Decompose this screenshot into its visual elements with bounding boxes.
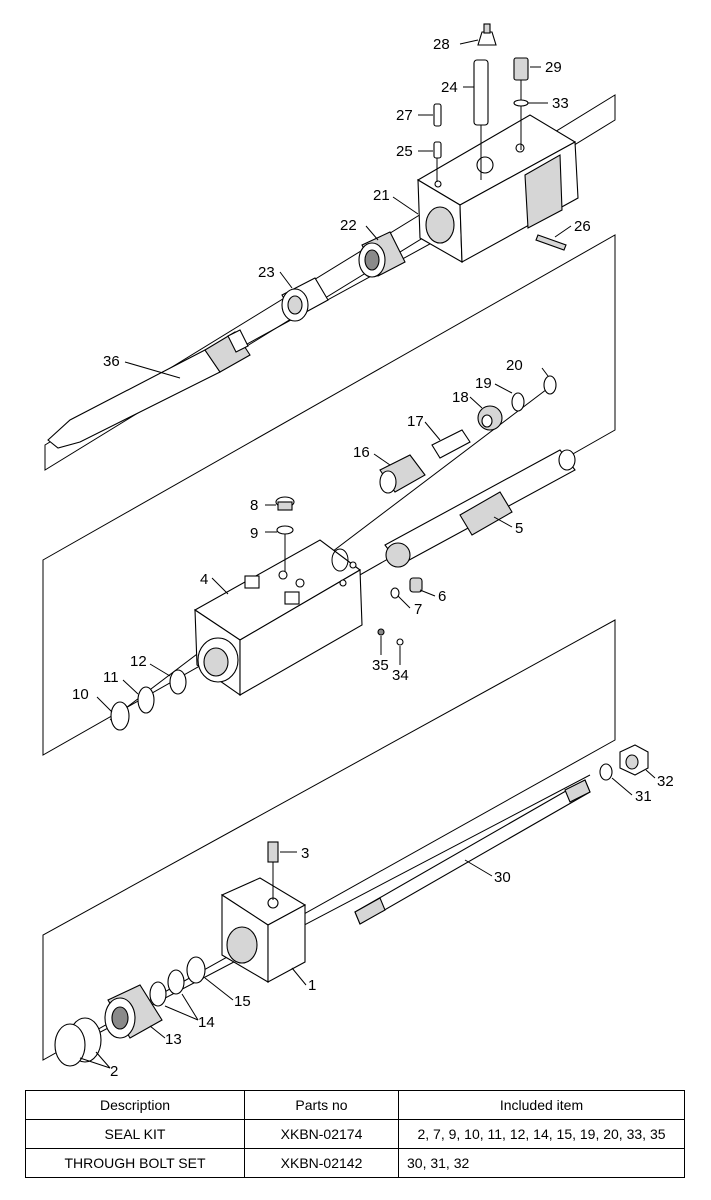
parts-table: Description Parts no Included item SEAL … [25, 1090, 685, 1178]
callout-14: 14 [198, 1014, 215, 1031]
callout-29: 29 [545, 59, 562, 76]
row-description: THROUGH BOLT SET [25, 1148, 245, 1178]
callout-25: 25 [396, 143, 413, 160]
callout-7: 7 [414, 601, 422, 618]
callout-20: 20 [506, 357, 523, 374]
callout-34: 34 [392, 667, 409, 684]
cylinder-plug-part [275, 496, 295, 511]
o-ring-7-part [390, 587, 400, 599]
valve-rod-part [473, 59, 489, 180]
callout-31: 31 [635, 788, 652, 805]
o-ring-19-part [511, 392, 525, 412]
ring-2b-part [54, 1023, 86, 1067]
chisel-part [47, 329, 251, 449]
callout-17: 17 [407, 413, 424, 430]
callout-23: 23 [258, 264, 275, 281]
callout-5: 5 [515, 520, 523, 537]
o-ring-20-part [543, 375, 557, 395]
callout-8: 8 [250, 497, 258, 514]
back-head-part [416, 114, 579, 263]
grease-nipple-part [267, 841, 279, 900]
header-description: Description [25, 1090, 245, 1120]
row-parts-no: XKBN-02174 [244, 1119, 399, 1149]
callout-12: 12 [130, 653, 147, 670]
table-row: THROUGH BOLT SET XKBN-02142 30, 31, 32 [25, 1148, 685, 1178]
o-ring-part [513, 99, 529, 107]
front-cover-part [358, 231, 406, 278]
callout-4: 4 [200, 571, 208, 588]
plug-35-part [377, 628, 385, 636]
callout-13: 13 [165, 1031, 182, 1048]
side-pin-part [535, 234, 567, 251]
exploded-parts-diagram: 28 29 24 33 27 25 21 22 26 23 36 20 19 1… [42, 23, 674, 1080]
ring-10-part [110, 701, 130, 731]
ring-15-part [186, 956, 206, 984]
o-ring-9-part [276, 525, 294, 535]
callout-28: 28 [433, 36, 450, 53]
callout-9: 9 [250, 525, 258, 542]
callout-3: 3 [301, 845, 309, 862]
callout-11: 11 [103, 669, 119, 686]
pin-part [433, 103, 442, 182]
nut-part [619, 744, 649, 776]
table-row: SEAL KIT XKBN-02174 2, 7, 9, 10, 11, 12,… [25, 1119, 685, 1149]
bush-part [281, 277, 329, 322]
ring-12-part [169, 669, 187, 695]
callout-24: 24 [441, 79, 458, 96]
callout-15: 15 [234, 993, 251, 1010]
header-included-item: Included item [398, 1090, 685, 1120]
valve-plug-part [431, 429, 471, 459]
ring-14b-part [149, 981, 167, 1007]
callout-35: 35 [372, 657, 389, 674]
row-included-item: 2, 7, 9, 10, 11, 12, 14, 15, 19, 20, 33,… [398, 1119, 685, 1149]
row-description: SEAL KIT [25, 1119, 245, 1149]
front-bush-part [104, 984, 163, 1039]
callout-1: 1 [308, 977, 316, 994]
callout-27: 27 [396, 107, 413, 124]
callout-10: 10 [72, 686, 89, 703]
callout-30: 30 [494, 869, 511, 886]
row-parts-no: XKBN-02142 [244, 1148, 399, 1178]
callout-2: 2 [110, 1063, 118, 1080]
ring-11-part [137, 686, 155, 714]
charging-valve-part [477, 23, 497, 46]
callout-36: 36 [103, 353, 120, 370]
callout-18: 18 [452, 389, 469, 406]
control-valve-part [379, 454, 426, 494]
washer-part [599, 763, 613, 781]
header-parts-no: Parts no [244, 1090, 399, 1120]
plug-34-part [396, 638, 404, 646]
cylinder-part [193, 539, 363, 697]
callout-labels: 28 29 24 33 27 25 21 22 26 23 36 20 19 1… [72, 36, 674, 1080]
front-head-part [220, 877, 307, 983]
plug-part [513, 57, 529, 150]
callout-32: 32 [657, 773, 674, 790]
callout-21: 21 [373, 187, 390, 204]
callout-22: 22 [340, 217, 357, 234]
callout-33: 33 [552, 95, 569, 112]
callout-26: 26 [574, 218, 591, 235]
row-included-item: 30, 31, 32 [398, 1148, 685, 1178]
valve-cap-part [477, 405, 503, 431]
through-bolt-part [354, 779, 591, 925]
callout-6: 6 [438, 588, 446, 605]
section-frame-bottom [42, 619, 616, 1061]
callout-19: 19 [475, 375, 492, 392]
ring-14a-part [167, 969, 185, 995]
section-frame-middle [42, 234, 616, 756]
table-header-row: Description Parts no Included item [25, 1090, 685, 1120]
plug-6-part [409, 577, 423, 593]
leader-lines [79, 39, 656, 1069]
callout-16: 16 [353, 444, 370, 461]
piston-part [384, 449, 576, 568]
